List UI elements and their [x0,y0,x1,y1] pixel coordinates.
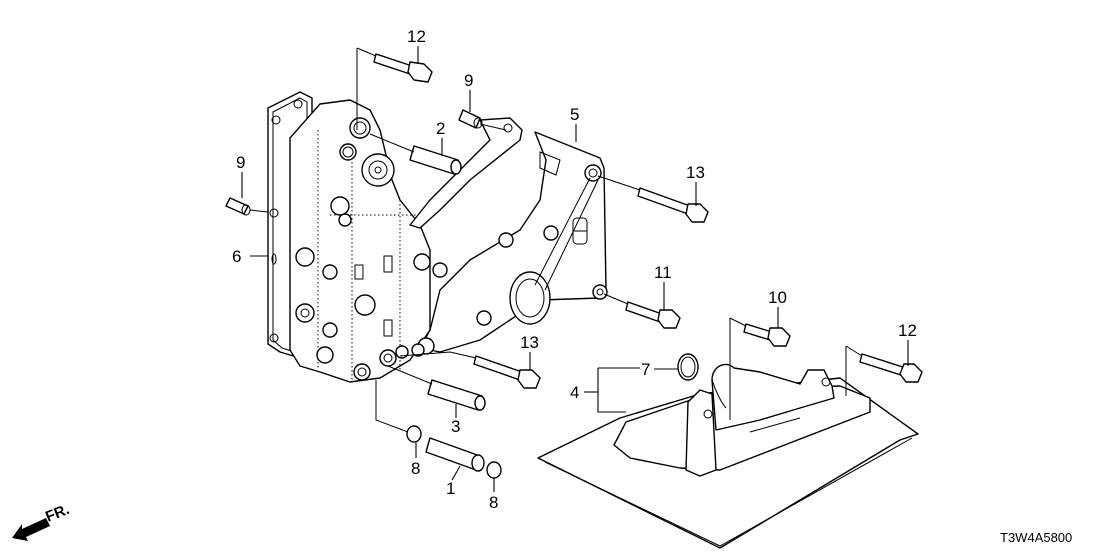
callout-4[interactable]: 4 [570,383,579,402]
dowel-pin-9-left[interactable] [225,197,251,216]
bolt-13-lower[interactable] [473,355,541,389]
callout-7[interactable]: 7 [641,360,650,379]
pipe-3[interactable] [427,379,486,411]
callout-8-right[interactable]: 8 [489,493,498,512]
bolt-13-upper[interactable] [637,187,709,223]
diagram-code: T3W4A5800 [1000,530,1072,545]
front-label: FR. [43,501,72,526]
callout-6[interactable]: 6 [232,247,241,266]
dowel-pin-9-top[interactable] [458,109,483,129]
callout-13-lower[interactable]: 13 [520,333,539,352]
o-ring-8-right[interactable] [486,461,502,479]
callout-2[interactable]: 2 [436,119,445,138]
valve-body[interactable] [289,99,431,383]
callout-12-top[interactable]: 12 [407,27,426,46]
callout-5[interactable]: 5 [570,105,579,124]
callout-8-left[interactable]: 8 [411,459,420,478]
callout-12-right[interactable]: 12 [898,321,917,340]
pipe-1[interactable] [425,437,485,472]
bracket[interactable] [409,117,608,357]
callout-10[interactable]: 10 [768,288,787,307]
callout-11[interactable]: 11 [654,263,672,282]
pipe-2[interactable] [409,145,462,175]
front-direction-indicator: FR. [12,501,72,541]
callout-3[interactable]: 3 [451,417,460,436]
callout-1[interactable]: 1 [446,479,455,498]
front-arrow-icon [12,518,50,541]
strainer[interactable] [537,363,919,549]
callout-9-left[interactable]: 9 [236,153,245,172]
callout-9-top[interactable]: 9 [464,71,473,90]
bolt-10[interactable] [743,323,791,347]
bolt-12-top[interactable] [373,53,433,83]
bolt-11[interactable] [625,301,681,329]
callout-13-upper[interactable]: 13 [686,163,705,182]
o-ring-8-left[interactable] [406,425,422,443]
bolt-12-right[interactable] [859,353,923,383]
